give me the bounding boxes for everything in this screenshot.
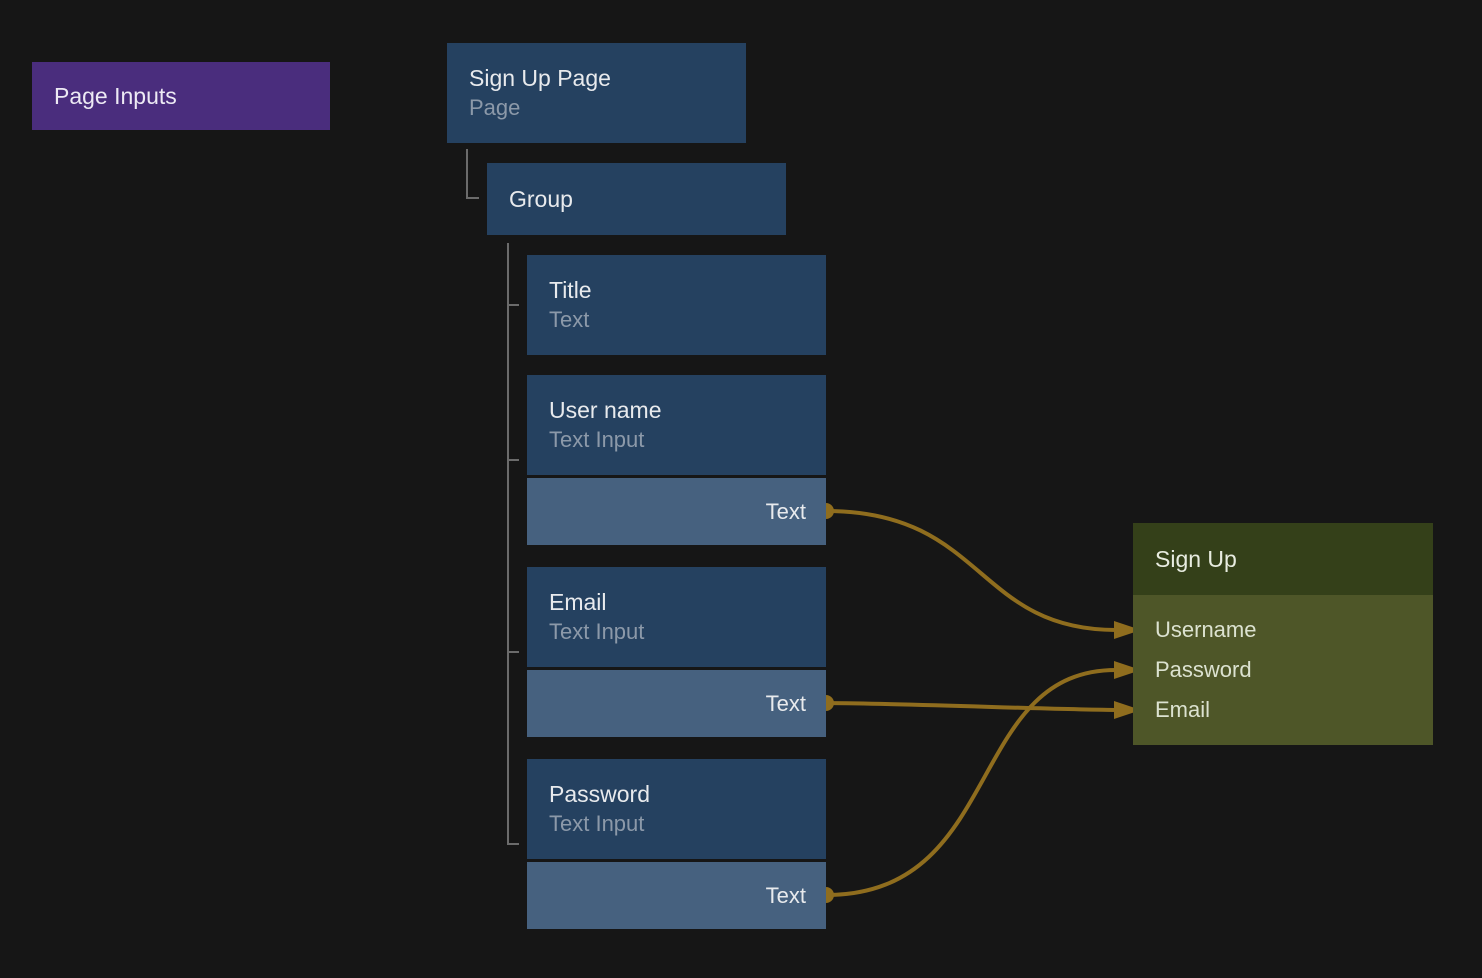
input-row-password[interactable]: Password xyxy=(1133,650,1433,690)
input-label: Email xyxy=(1155,697,1211,722)
node-title: Email xyxy=(549,589,607,615)
node-title: Group xyxy=(509,186,573,212)
node-subtitle: Text xyxy=(549,307,590,332)
tree-connector-group-trunk xyxy=(507,243,519,845)
wire-username[interactable] xyxy=(825,509,1117,632)
node-email-input[interactable]: Email Text Input Text xyxy=(527,567,826,737)
node-title: Password xyxy=(549,781,650,807)
arrowhead-password xyxy=(1114,661,1141,679)
page-inputs-label: Page Inputs xyxy=(54,82,177,109)
node-title: Sign Up xyxy=(1155,545,1237,572)
node-sign-up-page[interactable]: Sign Up Page Page xyxy=(447,43,746,143)
node-user-name-input[interactable]: User name Text Input Text xyxy=(527,375,826,545)
input-row-username[interactable]: Username xyxy=(1133,610,1433,650)
output-port-label: Text xyxy=(765,690,806,716)
node-subtitle: Page xyxy=(469,95,521,120)
input-row-email[interactable]: Email xyxy=(1133,690,1433,730)
output-port-label: Text xyxy=(765,498,806,524)
node-sign-up-action[interactable]: Sign Up Username Password Email xyxy=(1133,523,1433,745)
node-subtitle: Text Input xyxy=(549,619,645,644)
node-group[interactable]: Group xyxy=(487,163,786,235)
arrowhead-username xyxy=(1114,621,1141,639)
node-subtitle: Text Input xyxy=(549,811,645,836)
output-port-label: Text xyxy=(765,882,806,908)
node-password-input[interactable]: Password Text Input Text xyxy=(527,759,826,929)
tree-connector-root-to-group xyxy=(466,149,479,199)
output-port-row[interactable]: Text xyxy=(527,862,826,929)
arrowhead-email xyxy=(1114,701,1141,719)
page-inputs-chip[interactable]: Page Inputs xyxy=(32,62,330,130)
node-title: Title xyxy=(549,277,592,303)
input-label: Password xyxy=(1155,657,1252,682)
node-title: User name xyxy=(549,397,662,423)
node-title: Sign Up Page xyxy=(469,65,611,91)
wire-password[interactable] xyxy=(825,668,1117,897)
output-port-row[interactable]: Text xyxy=(527,670,826,737)
input-label: Username xyxy=(1155,617,1257,642)
output-port-row[interactable]: Text xyxy=(527,478,826,545)
node-title-text[interactable]: Title Text xyxy=(527,255,826,355)
wire-email[interactable] xyxy=(825,701,1117,712)
node-subtitle: Text Input xyxy=(549,427,645,452)
